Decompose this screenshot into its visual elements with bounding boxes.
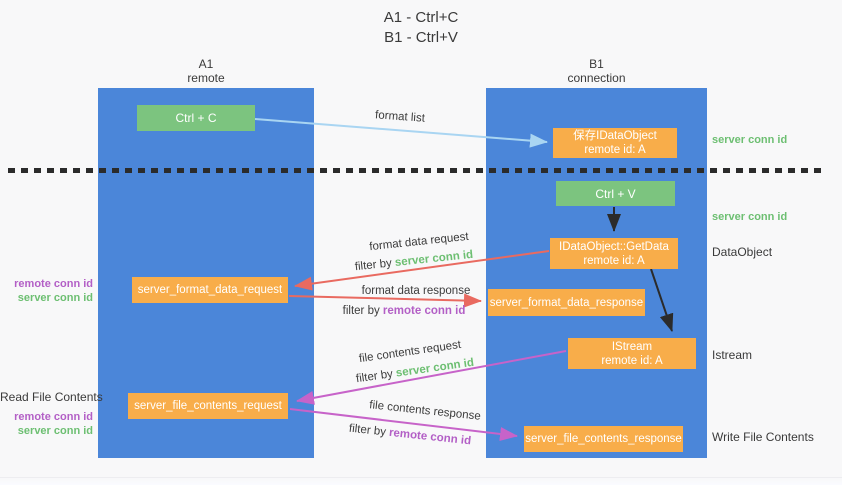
lane-a1-subtitle: remote bbox=[187, 71, 225, 85]
node-getdata-line1: IDataObject::GetData bbox=[559, 240, 669, 253]
label-remote-conn-id-file: remote conn id bbox=[14, 411, 93, 423]
node-getdata-line2: remote id: A bbox=[583, 254, 645, 267]
diagram-title: A1 - Ctrl+C B1 - Ctrl+V bbox=[0, 8, 842, 48]
node-istream-line1: IStream bbox=[611, 340, 653, 353]
label-server-conn-id-format: server conn id bbox=[17, 292, 93, 304]
node-server-file-contents-response: server_file_contents_response bbox=[524, 426, 683, 452]
node-idataobject-getdata: IDataObject::GetData remote id: A bbox=[550, 238, 678, 269]
edge-label-format-list: format list bbox=[374, 109, 426, 125]
label-istream: Istream bbox=[712, 348, 753, 362]
phase-divider-dotted-line bbox=[8, 168, 826, 173]
filter-value-remote-2: remote conn id bbox=[382, 305, 466, 317]
lane-header-b1: B1 connection bbox=[486, 57, 707, 85]
filter-prefix-3: filter by bbox=[355, 367, 397, 386]
filter-prefix-4: filter by bbox=[348, 422, 390, 439]
edge-label-filter-remote-2: filter by remote conn id bbox=[343, 305, 466, 317]
node-file-request-label: server_file_contents_request bbox=[134, 400, 282, 412]
node-ctrl-v-label: Ctrl + V bbox=[595, 186, 636, 201]
filter-value-server-1: server conn id bbox=[394, 248, 474, 269]
label-server-conn-id-file: server conn id bbox=[17, 425, 93, 437]
edge-label-format-data-response: format data response bbox=[361, 285, 471, 297]
node-save-idataobject: 保存IDataObject remote id: A bbox=[553, 128, 677, 158]
label-write-file-contents: Write File Contents bbox=[712, 430, 814, 444]
label-read-file-contents: Read File Contents bbox=[0, 390, 103, 404]
edge-label-file-contents-response: file contents response bbox=[368, 399, 482, 423]
node-server-format-data-response: server_format_data_response bbox=[488, 289, 645, 316]
edge-label-filter-remote-4: filter by remote conn id bbox=[348, 423, 471, 448]
bottom-edge bbox=[0, 477, 842, 485]
node-ctrl-c: Ctrl + C bbox=[137, 105, 255, 131]
filter-value-server-3: server conn id bbox=[395, 356, 475, 380]
node-format-response-label: server_format_data_response bbox=[489, 296, 644, 309]
title-line-1: A1 - Ctrl+C bbox=[383, 9, 459, 26]
lane-b1-subtitle: connection bbox=[567, 71, 626, 85]
filter-prefix-2: filter by bbox=[342, 305, 383, 317]
node-server-file-contents-request: server_file_contents_request bbox=[128, 393, 288, 419]
node-istream-line2: remote id: A bbox=[601, 354, 663, 367]
filter-value-remote-4: remote conn id bbox=[388, 426, 472, 448]
label-dataobject: DataObject bbox=[712, 245, 773, 259]
node-file-response-label: server_file_contents_response bbox=[525, 433, 682, 445]
label-remote-conn-id-format: remote conn id bbox=[14, 278, 93, 290]
node-format-request-label: server_format_data_request bbox=[137, 284, 283, 296]
node-ctrl-c-label: Ctrl + C bbox=[175, 111, 217, 125]
node-server-format-data-request: server_format_data_request bbox=[132, 277, 288, 303]
node-istream: IStream remote id: A bbox=[568, 338, 696, 369]
title-line-2: B1 - Ctrl+V bbox=[384, 29, 458, 46]
node-save-idataobject-line2: remote id: A bbox=[584, 144, 646, 156]
node-save-idataobject-line1: 保存IDataObject bbox=[573, 130, 657, 142]
filter-prefix-1: filter by bbox=[354, 257, 396, 274]
label-server-conn-id-mid: server conn id bbox=[712, 211, 788, 223]
lane-a1-title: A1 bbox=[198, 57, 214, 71]
lane-header-a1: A1 remote bbox=[98, 57, 314, 85]
lane-b1-title: B1 bbox=[589, 57, 604, 71]
node-ctrl-v: Ctrl + V bbox=[556, 181, 675, 206]
label-server-conn-id-top: server conn id bbox=[712, 134, 788, 146]
